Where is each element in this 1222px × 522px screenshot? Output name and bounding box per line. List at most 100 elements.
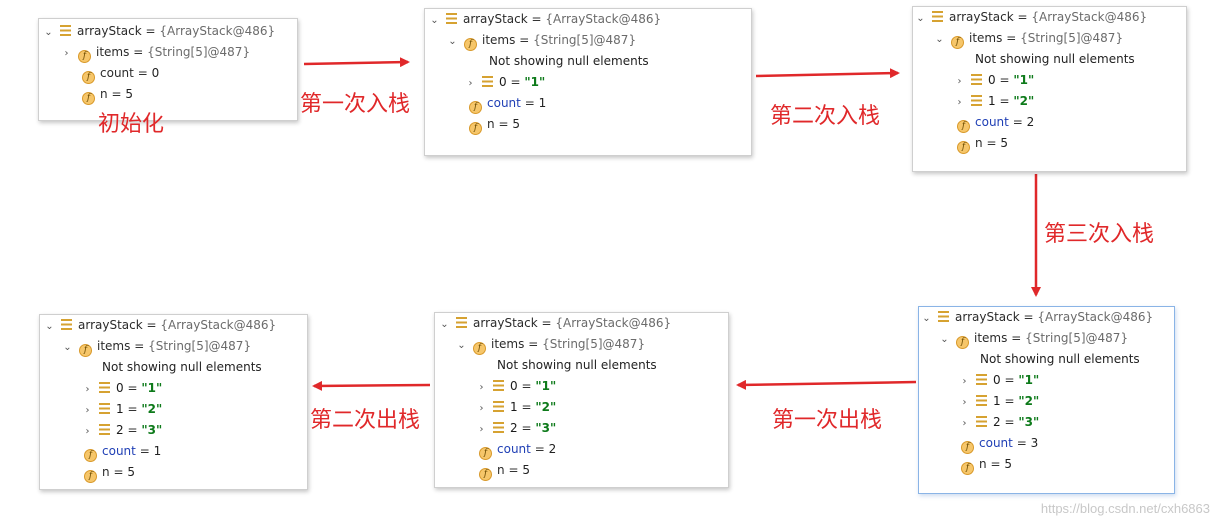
- chevron-down-icon[interactable]: ⌄: [457, 340, 466, 351]
- equals-sign: =: [1016, 436, 1027, 450]
- field-icon: f: [951, 36, 964, 49]
- array-element-icon: [493, 422, 504, 433]
- var-ref: {String[5]@487}: [147, 45, 251, 59]
- tree-row-element[interactable]: ›2 = "3": [959, 412, 1040, 432]
- chevron-right-icon[interactable]: ›: [85, 384, 90, 395]
- tree-row-element[interactable]: ›2 = "3": [82, 420, 163, 440]
- chevron-down-icon[interactable]: ⌄: [430, 15, 439, 26]
- tree-row-root[interactable]: ⌄arrayStack = {ArrayStack@486}: [429, 9, 661, 29]
- chevron-right-icon[interactable]: ›: [468, 78, 473, 89]
- chevron-right-icon[interactable]: ›: [962, 418, 967, 429]
- element-value: "3": [1018, 415, 1040, 429]
- tree-row-element[interactable]: ›0 = "1": [476, 376, 557, 396]
- tree-row-root[interactable]: ⌄arrayStack = {ArrayStack@486}: [915, 7, 1147, 27]
- chevron-right-icon[interactable]: ›: [479, 403, 484, 414]
- chevron-right-icon[interactable]: ›: [85, 405, 90, 416]
- equals-sign: =: [510, 75, 521, 89]
- var-name: count: [979, 436, 1013, 450]
- chevron-down-icon[interactable]: ⌄: [44, 27, 53, 38]
- tree-row-element[interactable]: ›1 = "2": [82, 399, 163, 419]
- chevron-right-icon[interactable]: ›: [957, 97, 962, 108]
- chevron-down-icon[interactable]: ⌄: [916, 13, 925, 24]
- chevron-right-icon[interactable]: ›: [957, 76, 962, 87]
- element-value: "2": [535, 400, 557, 414]
- field-icon: f: [479, 468, 492, 481]
- chevron-down-icon[interactable]: ⌄: [45, 321, 54, 332]
- tree-row-element[interactable]: ›0 = "1": [954, 70, 1035, 90]
- var-ref: {ArrayStack@486}: [545, 12, 662, 26]
- var-name: arrayStack: [955, 310, 1020, 324]
- tree-row-element[interactable]: ›0 = "1": [959, 370, 1040, 390]
- field-icon: f: [957, 141, 970, 154]
- chevron-down-icon[interactable]: ⌄: [935, 34, 944, 45]
- var-name: count: [497, 442, 531, 456]
- chevron-right-icon[interactable]: ›: [85, 426, 90, 437]
- equals-sign: =: [521, 400, 532, 414]
- tree-row-element[interactable]: ›1 = "2": [954, 91, 1035, 111]
- chevron-right-icon[interactable]: ›: [479, 382, 484, 393]
- tree-row-element[interactable]: ›1 = "2": [959, 391, 1040, 411]
- field-icon: f: [82, 92, 95, 105]
- chevron-down-icon[interactable]: ⌄: [63, 342, 72, 353]
- chevron-down-icon[interactable]: ⌄: [940, 334, 949, 345]
- equals-sign: =: [1004, 394, 1015, 408]
- element-value: "2": [1018, 394, 1040, 408]
- null-note: Not showing null elements: [489, 51, 649, 71]
- tree-row-root[interactable]: ⌄arrayStack = {ArrayStack@486}: [44, 315, 276, 335]
- var-name: count: [975, 115, 1009, 129]
- tree-row-root[interactable]: ⌄arrayStack = {ArrayStack@486}: [43, 21, 275, 41]
- var-name: n: [487, 117, 495, 131]
- chevron-right-icon[interactable]: ›: [479, 424, 484, 435]
- tree-row-element[interactable]: ›0 = "1": [465, 72, 546, 92]
- array-element-icon: [976, 416, 987, 427]
- var-name: items: [482, 33, 516, 47]
- chevron-down-icon[interactable]: ⌄: [440, 319, 449, 330]
- tree-row-element[interactable]: ›1 = "2": [476, 397, 557, 417]
- tree-row-root[interactable]: ⌄arrayStack = {ArrayStack@486}: [439, 313, 671, 333]
- equals-sign: =: [133, 45, 144, 59]
- element-value: "3": [535, 421, 557, 435]
- tree-row-element[interactable]: ›2 = "3": [476, 418, 557, 438]
- chevron-right-icon[interactable]: ›: [64, 48, 69, 59]
- chevron-down-icon[interactable]: ⌄: [448, 36, 457, 47]
- field-value: 5: [125, 87, 133, 101]
- var-name: items: [974, 331, 1008, 345]
- field-value: 5: [1004, 457, 1012, 471]
- chevron-right-icon[interactable]: ›: [962, 376, 967, 387]
- array-element-icon: [482, 76, 493, 87]
- field-value: 3: [1030, 436, 1039, 450]
- array-element-icon: [99, 403, 110, 414]
- field-value: 0: [151, 66, 160, 80]
- var-ref: {ArrayStack@486}: [159, 24, 276, 38]
- tree-row-element[interactable]: ›0 = "1": [82, 378, 163, 398]
- var-name: items: [96, 45, 130, 59]
- tree-row-root[interactable]: ⌄arrayStack = {ArrayStack@486}: [921, 307, 1153, 327]
- element-value: "1": [535, 379, 557, 393]
- equals-sign: =: [113, 465, 124, 479]
- chevron-down-icon[interactable]: ⌄: [922, 313, 931, 324]
- field-value: 2: [548, 442, 557, 456]
- array-element-icon: [99, 424, 110, 435]
- chevron-right-icon[interactable]: ›: [962, 397, 967, 408]
